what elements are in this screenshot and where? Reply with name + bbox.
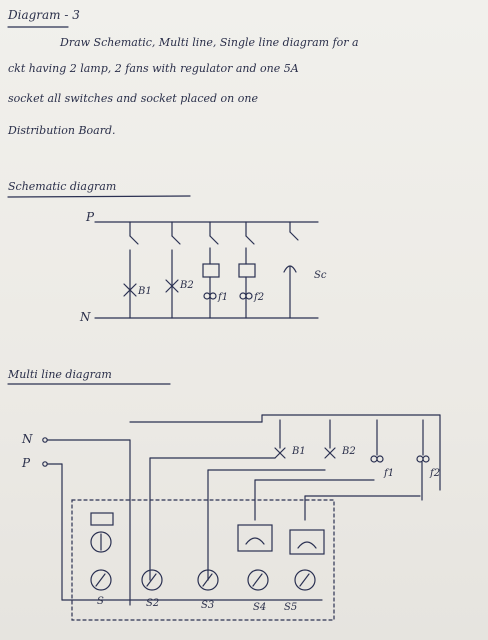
fan-f1-symbol xyxy=(203,292,211,300)
ml-phase-label: P xyxy=(22,456,31,470)
ml-socket-box xyxy=(90,512,114,526)
question-line-1: Draw Schematic, Multi line, Single line … xyxy=(60,36,359,49)
distribution-board-outline xyxy=(71,499,335,621)
socket-symbol xyxy=(283,265,297,273)
ml-fan-f2-label: f2 xyxy=(430,468,441,479)
schematic-diagram xyxy=(94,221,319,319)
question-line-2: ckt having 2 lamp, 2 fans with regulator… xyxy=(8,62,299,75)
multiline-diagram xyxy=(42,414,441,621)
ml-switch-s1 xyxy=(90,569,112,591)
ml-lamp-b2-label: B2 xyxy=(342,446,356,457)
schematic-phase-label: P xyxy=(86,210,95,224)
ml-fan-f1-label: f1 xyxy=(384,468,395,479)
schematic-heading: Schematic diagram xyxy=(8,180,117,193)
schematic-fan-f2-label: f2 xyxy=(254,292,265,303)
ml-switch-s2 xyxy=(141,569,163,591)
switch-4 xyxy=(245,235,255,245)
ml-switch-s5 xyxy=(294,569,316,591)
ml-socket xyxy=(90,531,112,553)
fan-f2-symbol xyxy=(239,292,247,300)
schematic-lamp-b1-label: B1 xyxy=(138,286,152,297)
regulator-2 xyxy=(238,263,256,278)
ml-switch-s4-label: S4 xyxy=(253,602,267,613)
switch-1 xyxy=(129,235,139,245)
switch-2 xyxy=(171,235,181,245)
regulator-1 xyxy=(202,263,220,278)
ml-switch-s3-label: S3 xyxy=(201,600,215,611)
question-line-4: Distribution Board. xyxy=(8,124,116,137)
ml-switch-s2-label: S2 xyxy=(146,598,160,609)
switch-5 xyxy=(289,231,299,241)
ml-switch-s3 xyxy=(197,569,219,591)
switch-3 xyxy=(209,235,219,245)
ml-regulator-2 xyxy=(289,529,325,555)
ml-lamp-b1-label: B1 xyxy=(292,446,306,457)
question-line-3: socket all switches and socket placed on… xyxy=(8,92,258,105)
ml-fan-f1 xyxy=(370,455,378,463)
diagram-title: Diagram - 3 xyxy=(8,8,80,22)
ml-neutral-label: N xyxy=(22,432,33,446)
ml-regulator-1 xyxy=(237,524,273,552)
ml-fan-f2 xyxy=(416,455,424,463)
multiline-heading: Multi line diagram xyxy=(8,368,112,381)
schematic-socket-label: Sc xyxy=(314,270,327,281)
schematic-lamp-b2-label: B2 xyxy=(180,280,194,291)
schematic-neutral-label: N xyxy=(80,310,91,324)
schematic-heading-underline xyxy=(7,195,191,198)
ml-switch-s4 xyxy=(247,569,269,591)
ml-switch-s1-label: S xyxy=(97,596,104,607)
ml-switch-s5-label: S5 xyxy=(284,602,298,613)
schematic-fan-f1-label: f1 xyxy=(218,292,229,303)
